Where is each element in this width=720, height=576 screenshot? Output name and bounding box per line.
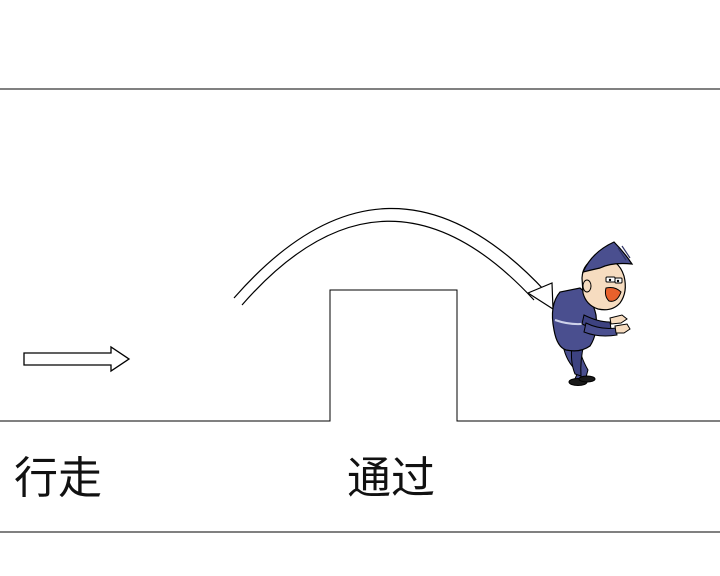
pass-label: 通过: [347, 453, 435, 504]
ground-with-obstacle: [0, 289, 720, 422]
curved-arrow-icon: [233, 207, 554, 311]
jumping-man-figure: [551, 241, 634, 386]
right-arrow-icon: [23, 345, 131, 373]
walk-label: 行走: [14, 453, 102, 504]
